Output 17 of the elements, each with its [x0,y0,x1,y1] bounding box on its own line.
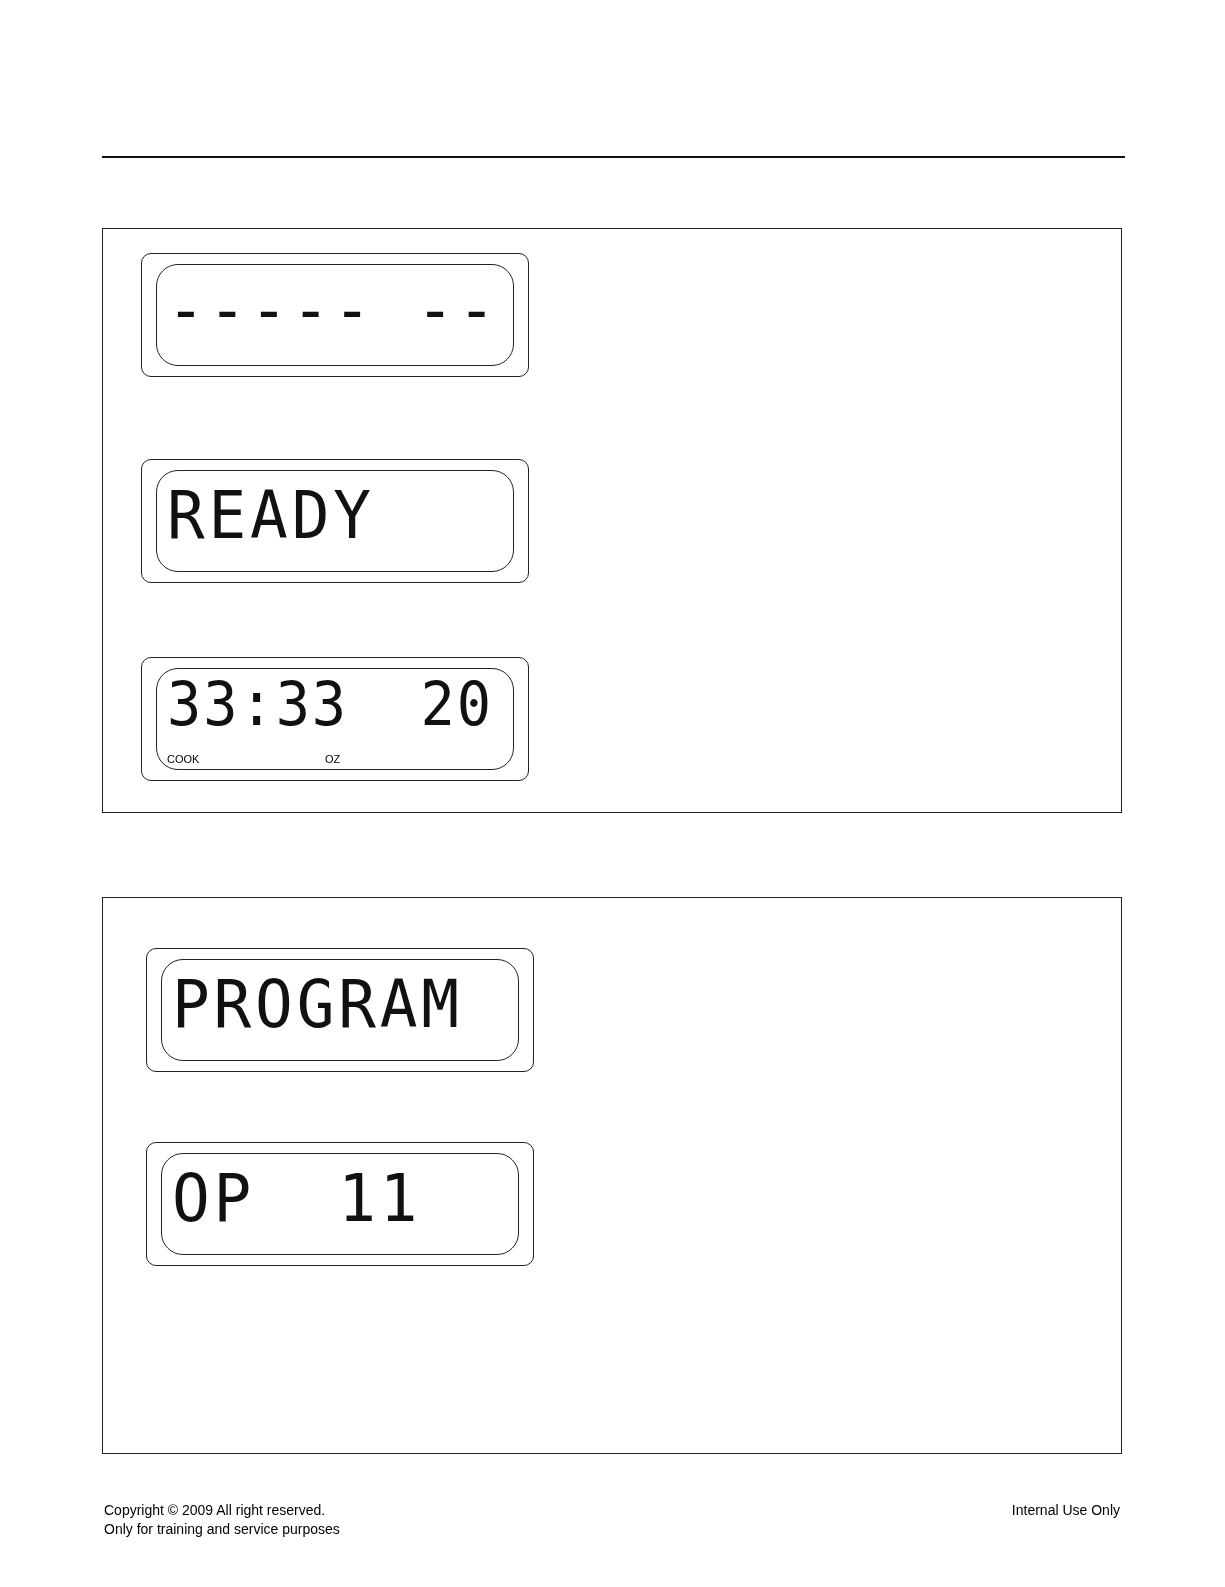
segment-readout: PROGRAM [172,966,463,1043]
section-frame [102,228,1122,813]
indicator-label: OZ [325,753,341,765]
segment-readout: OP 11 [172,1160,422,1237]
indicator-label: COOK [167,753,200,765]
lcd-display [141,459,529,583]
footer-note: Only for training and service purposes [104,1521,340,1537]
lcd-display [141,253,529,377]
footer-note: Copyright © 2009 All right reserved. [104,1502,326,1518]
lcd-display [141,657,529,781]
lcd-display [146,948,534,1072]
lcd-display [146,1142,534,1266]
segment-readout: ----- -- [167,271,500,348]
segment-readout: 33:33 20 [167,669,493,739]
segment-readout: READY [167,477,375,554]
footer-note: Internal Use Only [1011,1502,1120,1518]
section-frame [102,897,1122,1454]
